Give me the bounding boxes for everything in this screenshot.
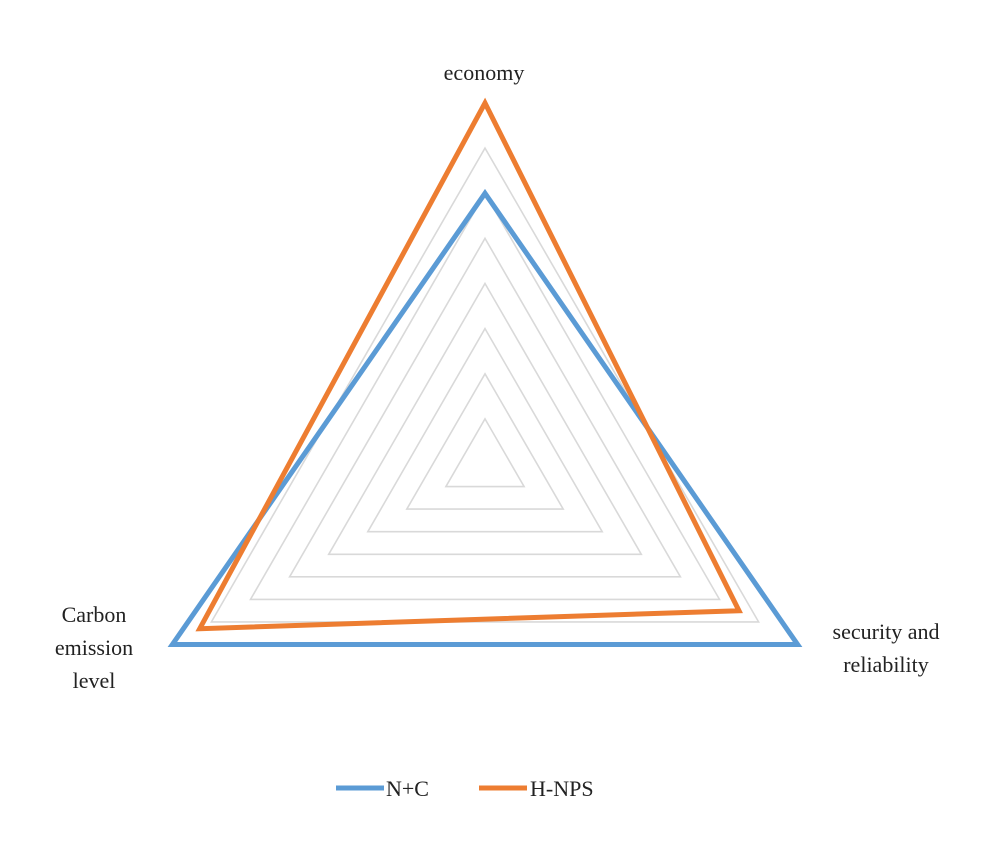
legend-item-h-nps: H-NPS	[479, 776, 594, 801]
legend-label-h-nps: H-NPS	[530, 776, 594, 801]
legend: N+C H-NPS	[336, 776, 594, 801]
grid-ring-1	[444, 417, 526, 488]
legend-label-n-c: N+C	[386, 776, 429, 801]
grid-ring-5	[288, 236, 682, 578]
grid-ring-7	[210, 146, 760, 623]
grid-ring-3	[366, 326, 604, 533]
grid-ring-4	[327, 281, 643, 556]
axis-label-economy: economy	[444, 60, 525, 85]
radar-series	[167, 97, 803, 647]
legend-item-n-c: N+C	[336, 776, 429, 801]
grid-ring-6	[249, 191, 721, 601]
radar-grid	[210, 146, 760, 623]
series-h-nps-line	[195, 97, 743, 632]
grid-ring-2	[405, 372, 565, 510]
